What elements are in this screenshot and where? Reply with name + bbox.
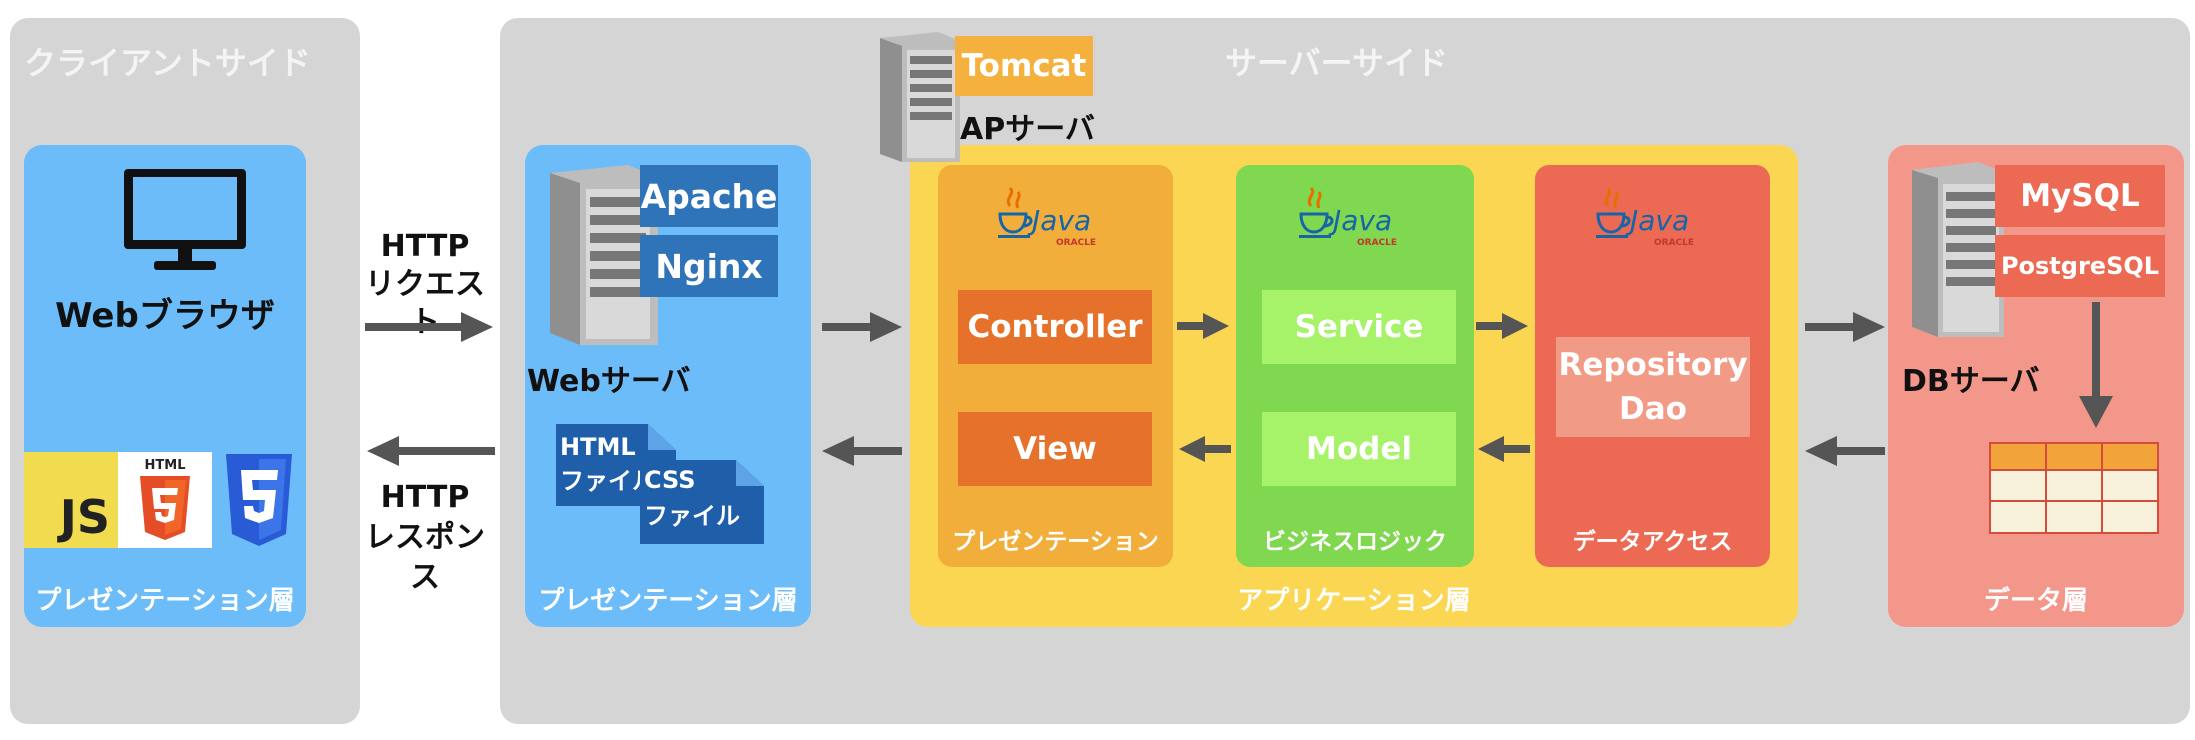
css-file-line-2: ファイル [644, 502, 740, 530]
db-to-table-arrow [2079, 302, 2113, 428]
dao-label: Dao [1619, 391, 1687, 427]
web-layer-label: プレゼンテーション層 [538, 586, 798, 616]
html-file-line-1: HTML [560, 433, 636, 461]
java-vendor-data-access: ORACLE [1654, 238, 1695, 248]
repository-to-model-arrow [1478, 436, 1530, 462]
db-server-tower-icon [1912, 162, 2004, 337]
http-request-line-2: リクエスト [365, 267, 485, 340]
application-layer-label: アプリケーション層 [1237, 586, 1471, 616]
http-request-line-1: HTTP [380, 229, 470, 264]
app-presentation-label: プレゼンテーション [952, 529, 1159, 555]
business-logic-label: ビジネスロジック [1263, 529, 1447, 555]
html5-logo-text: HTML [144, 458, 186, 473]
data-access-label: データアクセス [1572, 529, 1733, 555]
controller-box: Controller [958, 290, 1152, 364]
app-to-web-arrow [822, 436, 902, 466]
js-logo-text: JS [59, 490, 110, 544]
java-word: Java [1032, 204, 1092, 237]
css-file-icon [640, 460, 764, 544]
repository-dao-box: Repository Dao [1556, 337, 1750, 437]
view-box: View [958, 412, 1152, 486]
ap-server-label: APサーバ [960, 112, 1095, 147]
monitor-icon [124, 169, 246, 270]
db-server-label: DBサーバ [1902, 364, 2040, 399]
web-server-label: Webサーバ [527, 364, 691, 399]
java-word-business: Java [1333, 204, 1393, 237]
css3-logo [212, 452, 306, 548]
http-request-label: HTTP リクエスト [360, 228, 490, 342]
repository-label: Repository [1558, 347, 1748, 383]
tomcat-box: Tomcat [955, 36, 1093, 96]
html5-logo: HTML [118, 452, 212, 548]
javascript-logo: JS [24, 452, 118, 548]
controller-to-service-arrow [1177, 313, 1229, 339]
app-presentation-panel [938, 165, 1173, 567]
http-response-line-1: HTTP [380, 480, 470, 515]
web-server-tower-icon [550, 165, 658, 345]
html5-shield-icon [140, 476, 190, 540]
business-logic-panel [1236, 165, 1474, 567]
apache-box: Apache [640, 165, 778, 227]
java-cup-icon [998, 186, 1033, 238]
app-to-db-arrow [1805, 312, 1885, 342]
postgresql-box: PostgreSQL [1995, 235, 2165, 297]
client-side-title: クライアントサイド [24, 44, 311, 82]
mysql-box: MySQL [1995, 165, 2165, 227]
html-file-line-2: ファイル [560, 467, 644, 495]
css3-shield-icon [226, 454, 292, 546]
java-word-data-access: Java [1630, 204, 1690, 237]
http-response-arrow [367, 436, 495, 466]
java-vendor: ORACLE [1056, 238, 1097, 248]
http-response-label: HTTP レスポンス [355, 478, 495, 598]
browser-label: Webブラウザ [55, 296, 275, 336]
nginx-box: Nginx [640, 235, 778, 297]
http-response-line-2: レスポンス [365, 520, 485, 595]
model-box: Model [1262, 412, 1456, 486]
css-file-label: CSS ファイル [644, 462, 740, 534]
client-layer-label: プレゼンテーション層 [35, 586, 295, 616]
java-cup-icon-data-access [1596, 186, 1631, 238]
html-file-label: HTML ファイル [560, 430, 644, 498]
css-file-line-1: CSS [644, 466, 696, 494]
ap-server-tower-icon [880, 32, 960, 162]
model-to-view-arrow [1179, 436, 1231, 462]
data-layer-label: データ層 [1983, 586, 2088, 616]
http-request-arrow [365, 312, 493, 342]
web-to-app-arrow [822, 312, 902, 342]
java-vendor-business: ORACLE [1357, 238, 1398, 248]
db-to-app-arrow [1805, 436, 1885, 466]
table-icon [1989, 442, 2159, 534]
service-to-repository-arrow [1476, 313, 1528, 339]
java-cup-icon-business [1299, 186, 1334, 238]
server-side-title: サーバーサイド [1225, 44, 1449, 82]
service-box: Service [1262, 290, 1456, 364]
